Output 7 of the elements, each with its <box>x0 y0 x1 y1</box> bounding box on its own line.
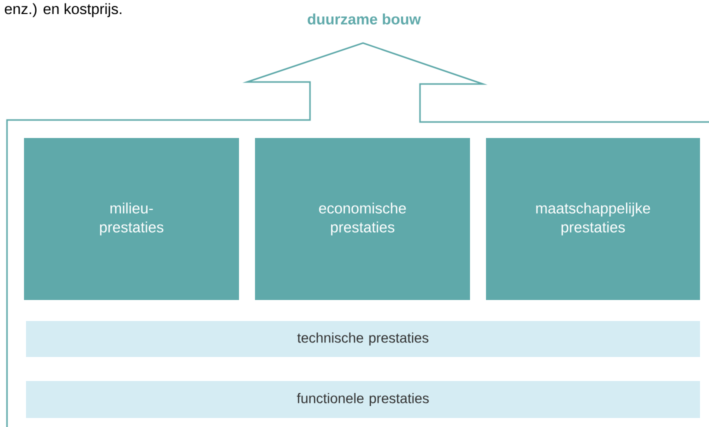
pillar-box: economische prestaties <box>255 138 470 300</box>
heading: duurzame bouw <box>308 14 421 24</box>
band-box: functionele prestaties <box>26 381 700 418</box>
pillar-box: milieu- prestaties <box>24 138 239 300</box>
band-box: technische prestaties <box>26 321 700 357</box>
pillar-box: maatschappelijke prestaties <box>486 138 700 300</box>
text-fragment: enz.) en kostprijs. <box>4 3 122 18</box>
